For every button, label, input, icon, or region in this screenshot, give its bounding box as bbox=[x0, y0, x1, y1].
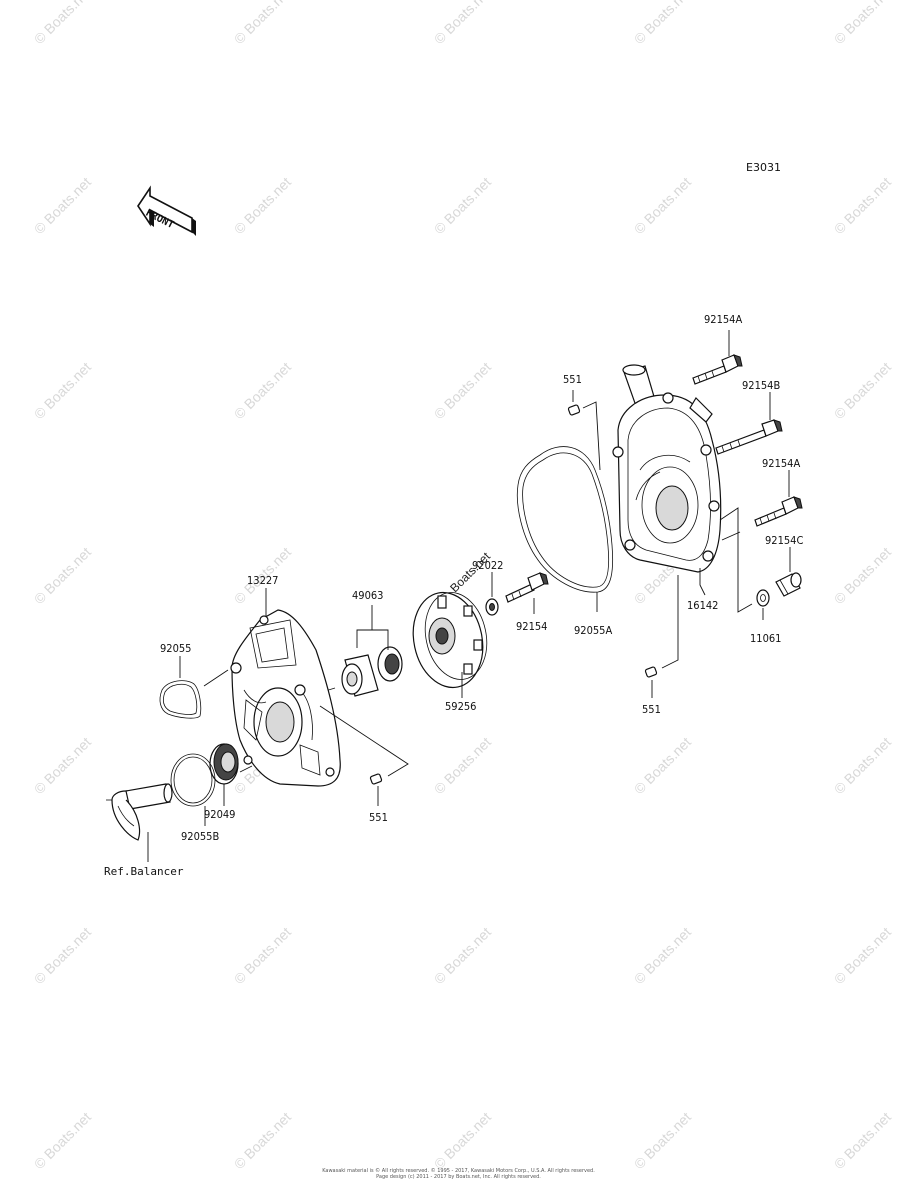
dowel-pin-551-right bbox=[644, 666, 658, 678]
watermark: © Boats.net bbox=[831, 544, 894, 607]
watermark: © Boats.net bbox=[31, 0, 94, 47]
washer-92022 bbox=[485, 598, 499, 616]
o-ring-92055 bbox=[159, 680, 202, 719]
bolt-92154B bbox=[715, 419, 783, 455]
inline-watermark: Boats.net bbox=[447, 549, 493, 595]
watermark: © Boats.net bbox=[831, 0, 894, 47]
leader bbox=[721, 531, 741, 541]
oil-seal-92049 bbox=[209, 743, 239, 785]
part-label-92055A: 92055A bbox=[574, 624, 612, 637]
part-label-92154: 92154 bbox=[516, 620, 547, 633]
part-label-92022: 92022 bbox=[472, 559, 503, 572]
watermark: © Boats.net bbox=[431, 734, 494, 797]
watermark: © Boats.net bbox=[31, 174, 94, 237]
part-label-551: 551 bbox=[563, 373, 582, 386]
watermark: © Boats.net bbox=[631, 1109, 694, 1172]
part-label-92154B: 92154B bbox=[742, 379, 780, 392]
copyright-line: Kawasaki material is © All rights reserv… bbox=[322, 1168, 595, 1174]
watermark: © Boats.net bbox=[631, 734, 694, 797]
dowel-pin-551-bottom bbox=[369, 773, 383, 785]
o-ring-92055B bbox=[170, 753, 216, 807]
water-pump-cover bbox=[612, 364, 722, 573]
watermark: © Boats.net bbox=[431, 924, 494, 987]
o-ring-92055A bbox=[516, 446, 614, 593]
mechanical-seal-49063 bbox=[341, 646, 403, 697]
balancer-shaft bbox=[106, 783, 173, 841]
leader bbox=[661, 575, 679, 669]
copyright-line-2: Page design (c) 2011 - 2017 by Boats.net… bbox=[376, 1174, 541, 1180]
watermark: © Boats.net bbox=[231, 924, 294, 987]
washer-11061 bbox=[756, 589, 770, 607]
watermark: © Boats.net bbox=[831, 174, 894, 237]
watermark: © Boats.net bbox=[431, 0, 494, 47]
watermark: © Boats.net bbox=[231, 0, 294, 47]
watermark: © Boats.net bbox=[631, 924, 694, 987]
dowel-pin-551-top bbox=[567, 404, 581, 416]
watermark: © Boats.net bbox=[231, 1109, 294, 1172]
part-label-92154C: 92154C bbox=[765, 534, 803, 547]
leader bbox=[719, 507, 753, 613]
watermark: © Boats.net bbox=[631, 174, 694, 237]
impeller-59256 bbox=[412, 591, 488, 689]
ref-label-balancer: Ref.Balancer bbox=[104, 865, 184, 878]
part-label-92055B: 92055B bbox=[181, 830, 219, 843]
watermark: © Boats.net bbox=[231, 174, 294, 237]
copyright-footer: Kawasaki material is © All rights reserv… bbox=[0, 1168, 917, 1180]
part-label-59256: 59256 bbox=[445, 700, 476, 713]
leader bbox=[356, 629, 389, 650]
watermark: © Boats.net bbox=[831, 734, 894, 797]
pump-body-13227 bbox=[230, 609, 341, 787]
part-label-13227: 13227 bbox=[247, 574, 278, 587]
bolt-92154A-top bbox=[692, 354, 743, 385]
part-label-92055: 92055 bbox=[160, 642, 191, 655]
watermark: © Boats.net bbox=[831, 359, 894, 422]
bolt-92154 bbox=[505, 572, 549, 603]
leader bbox=[239, 765, 253, 773]
watermark: © Boats.net bbox=[831, 1109, 894, 1172]
watermark: © Boats.net bbox=[31, 734, 94, 797]
bolt-92154A-mid bbox=[754, 496, 803, 527]
watermark: © Boats.net bbox=[31, 924, 94, 987]
leader bbox=[203, 669, 229, 687]
watermark: © Boats.net bbox=[431, 174, 494, 237]
leader bbox=[699, 568, 706, 596]
watermark: © Boats.net bbox=[31, 544, 94, 607]
watermark: © Boats.net bbox=[231, 359, 294, 422]
leader bbox=[319, 705, 409, 777]
part-label-92049: 92049 bbox=[204, 808, 235, 821]
watermark: © Boats.net bbox=[831, 924, 894, 987]
front-arrow-icon: FRONT bbox=[137, 185, 196, 236]
part-label-551-right: 551 bbox=[642, 703, 661, 716]
part-label-551-bottom: 551 bbox=[369, 811, 388, 824]
diagram-code: E3031 bbox=[746, 161, 781, 174]
watermark: © Boats.net bbox=[431, 1109, 494, 1172]
watermark: © Boats.net bbox=[631, 0, 694, 47]
part-label-92154A: 92154A bbox=[704, 313, 742, 326]
watermark: © Boats.net bbox=[31, 359, 94, 422]
part-label-49063: 49063 bbox=[352, 589, 383, 602]
watermark: © Boats.net bbox=[431, 359, 494, 422]
bolt-92154C bbox=[775, 572, 802, 597]
watermark: © Boats.net bbox=[31, 1109, 94, 1172]
part-label-92154A-mid: 92154A bbox=[762, 457, 800, 470]
leader bbox=[582, 401, 601, 471]
part-label-11061: 11061 bbox=[750, 632, 781, 645]
part-label-16142: 16142 bbox=[687, 599, 718, 612]
